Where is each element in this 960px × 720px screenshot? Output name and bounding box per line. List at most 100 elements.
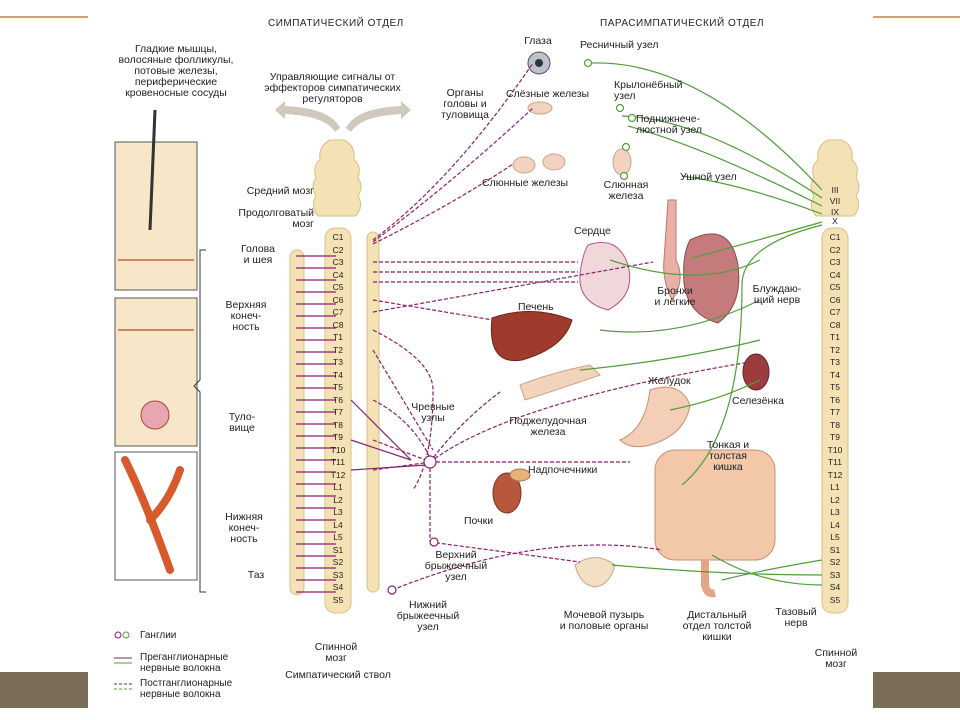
segment-t10: T10 — [330, 444, 346, 455]
preganglionic-fibers — [296, 255, 427, 593]
segment-l1: L1 — [830, 482, 840, 492]
cranial-nerve-III: III — [831, 185, 839, 195]
cranial-nerve-X: X — [832, 216, 838, 226]
cranial-nerve-IX: IX — [830, 207, 840, 217]
segment-c5: C5 — [332, 282, 344, 292]
segment-c6: C6 — [332, 294, 344, 305]
segment-t9: T9 — [333, 432, 343, 442]
legend-preganglionic: Преганглионарные нервные волокна — [140, 652, 229, 674]
title-parasympathetic: ПАРАСИМПАТИЧЕСКИЙ ОТДЕЛ — [600, 18, 765, 29]
segment-l2: L2 — [830, 494, 840, 505]
segment-l3: L3 — [830, 507, 840, 517]
label-eyes: Глаза — [524, 35, 552, 47]
segment-l4: L4 — [333, 519, 343, 530]
label-sympathetic-trunk: Симпатический ствол — [285, 669, 391, 681]
segment-t5: T5 — [830, 382, 840, 392]
segment-t4: T4 — [333, 369, 343, 380]
label-bladder: Мочевой пузырь и половые органы — [559, 609, 649, 632]
bottom-left-band — [0, 672, 88, 708]
segment-l2: L2 — [333, 494, 343, 505]
segment-s1: S1 — [332, 544, 344, 555]
segment-c4: C4 — [332, 269, 344, 280]
salivary-gland-icon — [612, 148, 632, 176]
label-medulla: Продолговатый мозг — [238, 207, 314, 230]
bottom-right-band — [873, 672, 960, 708]
label-heart: Сердце — [574, 225, 611, 237]
skin-box-hair — [114, 141, 198, 291]
bladder-icon — [574, 557, 616, 588]
segment-c3: C3 — [829, 257, 841, 267]
arrow-left — [275, 101, 340, 132]
segment-t12: T12 — [330, 469, 346, 480]
label-midbrain: Средний мозг — [246, 185, 314, 197]
label-salivary-gland: Слюнная железа — [603, 179, 649, 202]
segment-c8: C8 — [332, 319, 344, 330]
sympathetic-ganglion-markers — [387, 455, 439, 595]
segment-c1: C1 — [332, 232, 344, 242]
segment-t6: T6 — [830, 394, 840, 405]
segment-s3: S3 — [829, 569, 841, 580]
label-otic: Ушной узел — [680, 171, 737, 183]
label-head-neck: Голова и шея — [241, 243, 275, 266]
label-pancreas: Поджелудочная железа — [509, 415, 587, 438]
segment-t8: T8 — [830, 419, 840, 430]
segment-t4: T4 — [830, 369, 840, 380]
stomach-icon — [619, 386, 691, 448]
label-liver: Печень — [518, 301, 554, 313]
label-intestines: Тонкая и толстая кишка — [706, 439, 750, 473]
left-spinal-cord — [324, 227, 352, 614]
right-spinal-cord — [821, 227, 849, 614]
segment-c7: C7 — [829, 307, 841, 317]
label-adrenals: Надпочечники — [528, 464, 598, 476]
segment-c7: C7 — [332, 307, 344, 317]
segment-l5: L5 — [830, 532, 840, 542]
segment-t7: T7 — [333, 407, 343, 417]
intestines-icon — [654, 449, 776, 561]
segment-c8: C8 — [829, 319, 841, 330]
segment-l4: L4 — [830, 519, 840, 530]
label-celiac: Чревные узлы — [411, 401, 455, 424]
segment-t2: T2 — [333, 344, 343, 355]
segment-s2: S2 — [829, 557, 841, 567]
segment-c6: C6 — [829, 294, 841, 305]
segment-c2: C2 — [829, 244, 841, 255]
segment-s1: S1 — [829, 544, 841, 555]
arrow-right — [346, 101, 411, 132]
segment-t1: T1 — [333, 332, 343, 342]
label-upper-limb: Верхняя конеч- ность — [225, 299, 267, 333]
label-salivary-glands: Слюнные железы — [482, 177, 569, 189]
segment-t6: T6 — [333, 394, 343, 405]
right-brainstem — [810, 139, 860, 217]
segment-s4: S4 — [829, 582, 841, 592]
label-spinal-cord-right: Спинной мозг — [814, 647, 858, 670]
ganglion-markers — [583, 58, 637, 181]
legend-swatches — [114, 631, 132, 690]
label-vagus: Блуждаю- щий нерв — [752, 283, 802, 306]
segment-t9: T9 — [830, 432, 840, 442]
label-stomach: Желудок — [648, 375, 691, 387]
segment-t7: T7 — [830, 407, 840, 417]
label-ciliary: Ресничный узел — [580, 39, 659, 51]
segment-s4: S4 — [332, 582, 344, 592]
left-brainstem — [312, 139, 362, 217]
segment-c4: C4 — [829, 269, 841, 280]
segment-l3: L3 — [333, 507, 343, 517]
segment-t2: T2 — [830, 344, 840, 355]
label-head-trunk-organs: Органы головы и туловища — [441, 87, 489, 121]
label-pterygo: Крылонёбный узел — [614, 79, 683, 102]
segment-c2: C2 — [332, 244, 344, 255]
legend-postganglionic: Постганглионарные нервные волокна — [140, 678, 233, 700]
segment-c5: C5 — [829, 282, 841, 292]
segment-t3: T3 — [333, 357, 343, 367]
liver-icon — [490, 311, 573, 362]
label-lower-limb: Нижняя конеч- ность — [225, 511, 263, 545]
label-trunk: Туло- вище — [228, 411, 256, 434]
segment-l5: L5 — [333, 532, 343, 542]
top-left-rule — [0, 16, 88, 18]
kidney-icon — [492, 472, 522, 514]
label-bronchi: Бронхи и лёгкие — [654, 285, 696, 308]
label-kidneys: Почки — [464, 515, 494, 527]
segment-t12: T12 — [827, 469, 843, 480]
label-distal-colon: Дистальный отдел толстой кишки — [682, 609, 752, 643]
